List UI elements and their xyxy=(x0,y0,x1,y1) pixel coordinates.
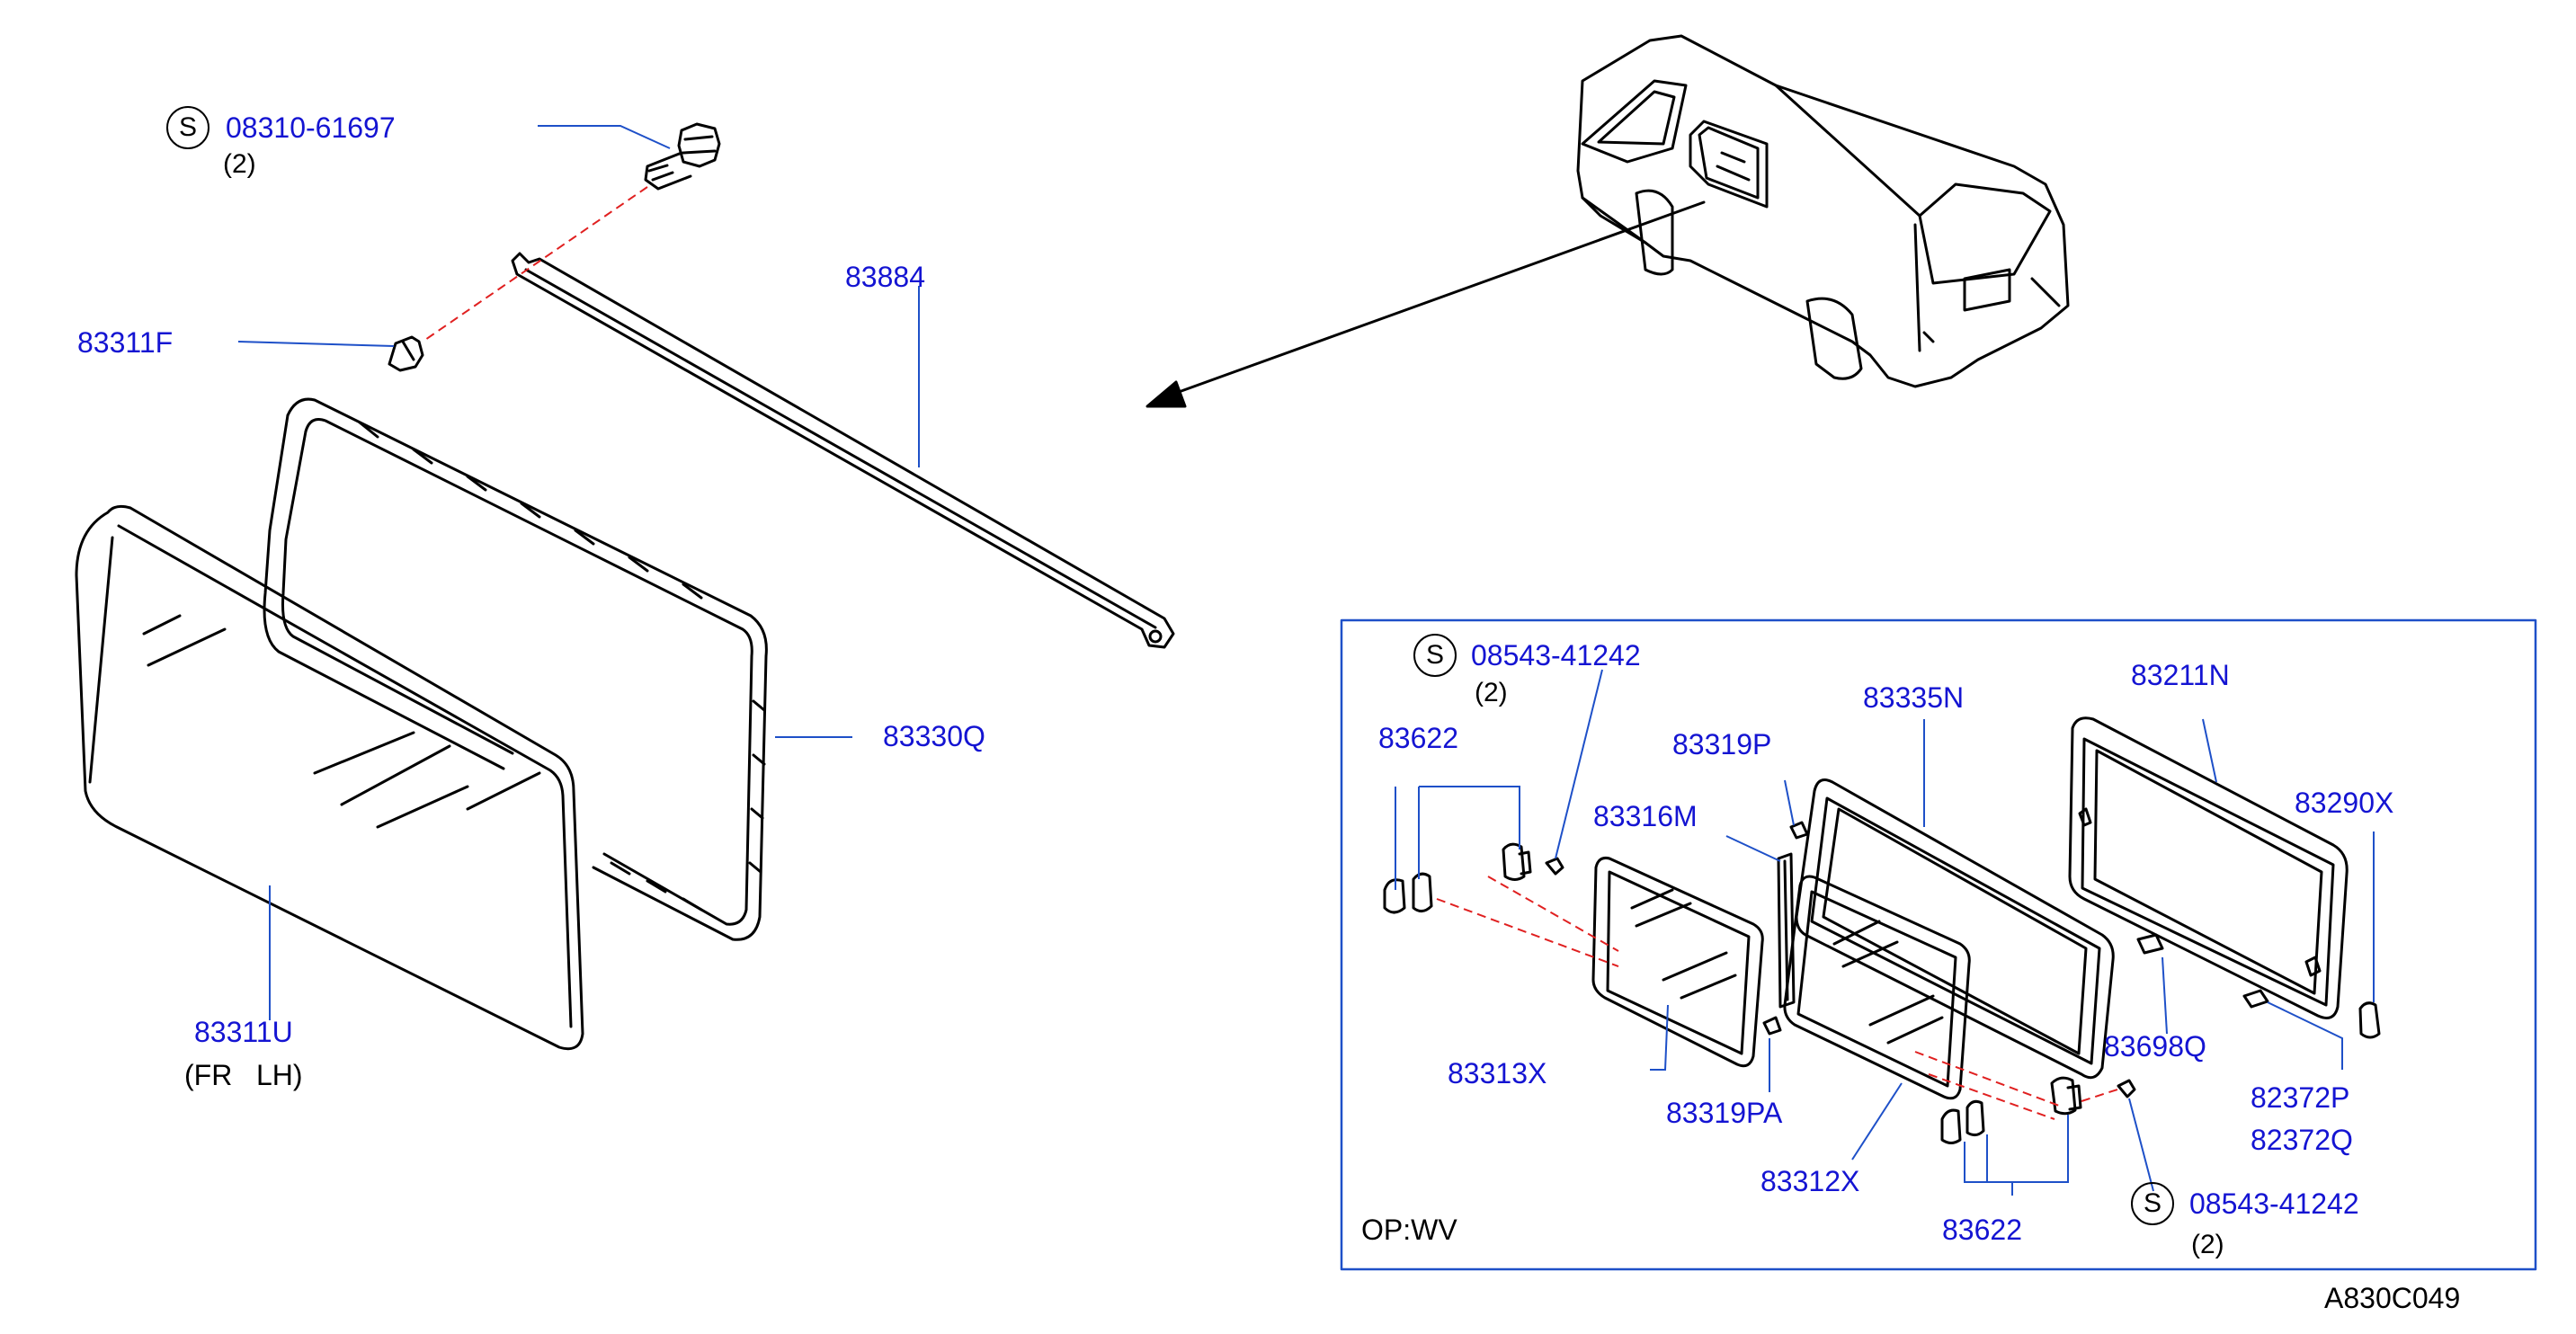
front-glass-part xyxy=(1783,875,1971,1100)
label-finisher[interactable]: 83211N xyxy=(2131,659,2230,691)
rear-glass-part xyxy=(1591,857,1764,1068)
label-clip-right[interactable]: 83290X xyxy=(2295,787,2394,819)
label-option: OP:WV xyxy=(1361,1214,1457,1246)
grommet-part xyxy=(2242,989,2269,1009)
inset-box xyxy=(1340,618,2537,1271)
label-screw-bottom-part-no[interactable]: 08543-41242 xyxy=(2189,1187,2359,1220)
diagram-id: A830C049 xyxy=(2324,1282,2461,1314)
label-moulding[interactable]: 83884 xyxy=(845,261,925,293)
label-latch-top[interactable]: 83622 xyxy=(1378,722,1458,754)
moulding-part xyxy=(511,252,1175,649)
latch-set-bottom xyxy=(1940,1076,2136,1144)
frame-part xyxy=(1795,778,2115,1080)
label-bracket[interactable]: 83698Q xyxy=(2104,1030,2206,1063)
finisher-part xyxy=(2068,716,2349,1019)
label-screw-top-part-no[interactable]: 08543-41242 xyxy=(1471,639,1641,671)
main-glass-part xyxy=(75,504,584,1051)
clip-right-part xyxy=(2358,1001,2381,1039)
s-symbol-screw-top: S xyxy=(1413,634,1457,677)
label-latch-bottom[interactable]: 83622 xyxy=(1942,1214,2022,1246)
label-stopper-top[interactable]: 83319P xyxy=(1672,728,1772,760)
label-grommet-a[interactable]: 82372P xyxy=(2251,1081,2350,1114)
latch-set-top xyxy=(1383,842,1564,914)
van-illustration xyxy=(1576,34,2070,388)
label-stopper-bottom[interactable]: 83319PA xyxy=(1666,1097,1783,1129)
bolt-part xyxy=(644,122,721,191)
label-glass-note: (FR LH) xyxy=(184,1059,303,1091)
leader-lines xyxy=(237,125,2375,1196)
s-symbol-screw-bottom: S xyxy=(2131,1182,2174,1225)
label-grommet-b[interactable]: 82372Q xyxy=(2251,1124,2353,1156)
label-clip[interactable]: 83311F xyxy=(77,326,174,359)
weatherstrip-part xyxy=(263,397,768,941)
stopper-bottom xyxy=(1762,1016,1782,1036)
label-weatherstrip[interactable]: 83330Q xyxy=(883,720,985,752)
label-main-glass[interactable]: 83311U xyxy=(194,1016,293,1048)
label-division-bar[interactable]: 83316M xyxy=(1593,800,1698,832)
bracket-part xyxy=(2136,933,2164,955)
label-frame[interactable]: 83335N xyxy=(1863,681,1965,714)
s-symbol-bolt: S xyxy=(166,106,209,149)
label-rear-glass[interactable]: 83313X xyxy=(1448,1057,1547,1089)
pointer-arrow xyxy=(1145,200,1706,408)
division-bar-part xyxy=(1762,821,1809,1036)
label-screw-top-qty: (2) xyxy=(1475,678,1508,707)
label-front-glass[interactable]: 83312X xyxy=(1760,1165,1860,1197)
assembly-lines xyxy=(422,186,2118,1120)
label-screw-bottom-qty: (2) xyxy=(2191,1230,2224,1259)
label-bolt-qty: (2) xyxy=(223,149,256,179)
clip-part xyxy=(388,335,424,372)
label-bolt-part-no[interactable]: 08310-61697 xyxy=(226,111,396,144)
